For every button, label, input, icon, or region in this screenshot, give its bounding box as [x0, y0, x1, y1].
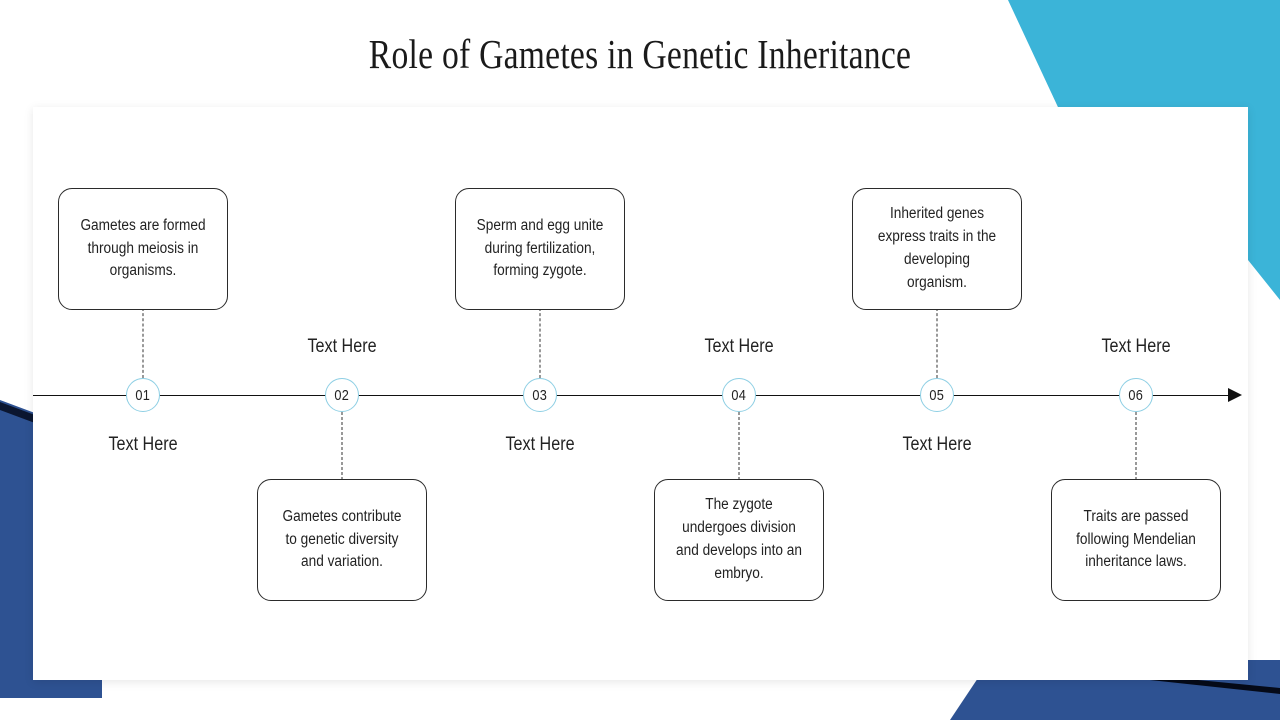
timeline-connector-02 [341, 412, 343, 480]
timeline-textbox-body: Inherited genes express traits in the de… [877, 205, 997, 291]
timeline-textbox-body: The zygote undergoes division and develo… [676, 496, 802, 582]
timeline-marker-number: 03 [532, 386, 548, 404]
content-card [33, 107, 1248, 680]
timeline-textbox-body: Gametes are formed through meiosis in or… [80, 216, 206, 280]
timeline-connector-03 [539, 308, 541, 378]
arrow-right-icon [1228, 388, 1242, 402]
timeline-connector-05 [936, 308, 938, 378]
timeline-marker-02[interactable]: 02 [325, 378, 359, 412]
timeline-marker-04[interactable]: 04 [722, 378, 756, 412]
timeline-textbox-01[interactable]: Gametes are formed through meiosis in or… [58, 188, 228, 310]
page-title: Role of Gametes in Genetic Inheritance [368, 31, 912, 77]
timeline-textbox-body: Gametes contribute to genetic diversity … [282, 507, 402, 571]
timeline-marker-01[interactable]: 01 [126, 378, 160, 412]
timeline-textbox-02[interactable]: Gametes contribute to genetic diversity … [257, 479, 427, 601]
timeline-textbox-05[interactable]: Inherited genes express traits in the de… [852, 188, 1022, 310]
timeline-marker-number: 02 [334, 386, 350, 404]
timeline-textbox-06[interactable]: Traits are passed following Mendelian in… [1051, 479, 1221, 601]
timeline-caption-06: Text Here [1101, 336, 1171, 357]
timeline-axis [33, 395, 1233, 396]
timeline-marker-number: 05 [929, 386, 945, 404]
timeline-caption-04: Text Here [704, 336, 774, 357]
timeline-caption-05: Text Here [902, 434, 972, 455]
timeline-connector-01 [142, 308, 144, 378]
timeline-marker-03[interactable]: 03 [523, 378, 557, 412]
timeline-marker-number: 01 [135, 386, 151, 404]
timeline-marker-number: 04 [731, 386, 747, 404]
timeline-caption-03: Text Here [505, 434, 575, 455]
timeline-textbox-body: Traits are passed following Mendelian in… [1076, 507, 1196, 571]
timeline-caption-02: Text Here [307, 336, 377, 357]
timeline-textbox-03[interactable]: Sperm and egg unite during fertilization… [455, 188, 625, 310]
timeline-marker-06[interactable]: 06 [1119, 378, 1153, 412]
timeline-connector-04 [738, 412, 740, 480]
timeline-textbox-body: Sperm and egg unite during fertilization… [476, 216, 604, 280]
timeline-marker-05[interactable]: 05 [920, 378, 954, 412]
timeline-caption-01: Text Here [108, 434, 178, 455]
timeline-connector-06 [1135, 412, 1137, 480]
timeline-marker-number: 06 [1128, 386, 1144, 404]
timeline-textbox-04[interactable]: The zygote undergoes division and develo… [654, 479, 824, 601]
